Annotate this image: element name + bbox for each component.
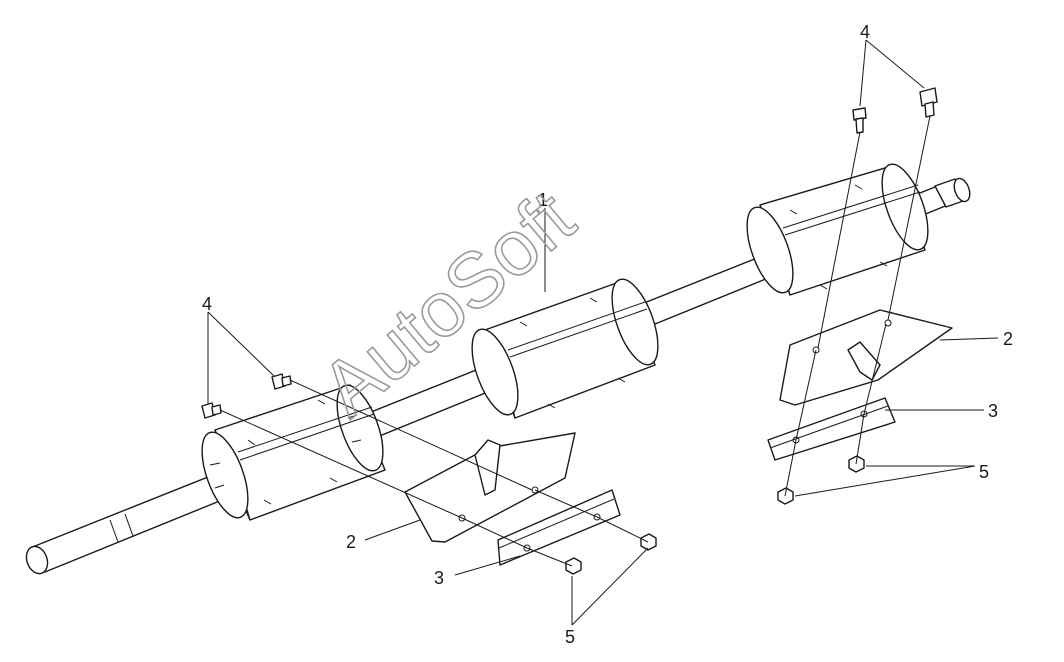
callout-1: 1 — [538, 190, 548, 210]
callout-4-top: 4 — [860, 22, 870, 42]
callout-3-right: 3 — [988, 401, 998, 421]
bolt-left-upper — [271, 373, 292, 390]
nut-left-lower — [565, 557, 582, 575]
callout-3-left: 3 — [434, 568, 444, 588]
rotor-drum-right — [746, 163, 929, 296]
callout-5-left: 5 — [565, 627, 575, 647]
callout-2-right: 2 — [1003, 329, 1013, 349]
counter-blade-right — [767, 397, 896, 461]
callout-labels: 1 4 4 2 2 3 3 5 5 — [202, 22, 1013, 647]
callout-4-left: 4 — [202, 294, 212, 314]
callout-5-right: 5 — [979, 462, 989, 482]
callout-2-left: 2 — [346, 532, 356, 552]
knife-plate-right — [779, 309, 953, 406]
knife-plate-left — [404, 432, 576, 543]
bolt-left-lower — [201, 402, 222, 419]
bolt-top-right — [919, 87, 938, 118]
nut-left-upper — [640, 533, 657, 551]
rotor-drum-left — [201, 384, 386, 521]
bolt-top-left — [852, 107, 867, 134]
rotor-drum-center — [471, 278, 659, 419]
callout-leaders — [207, 39, 999, 626]
assembly-lines — [219, 115, 931, 567]
